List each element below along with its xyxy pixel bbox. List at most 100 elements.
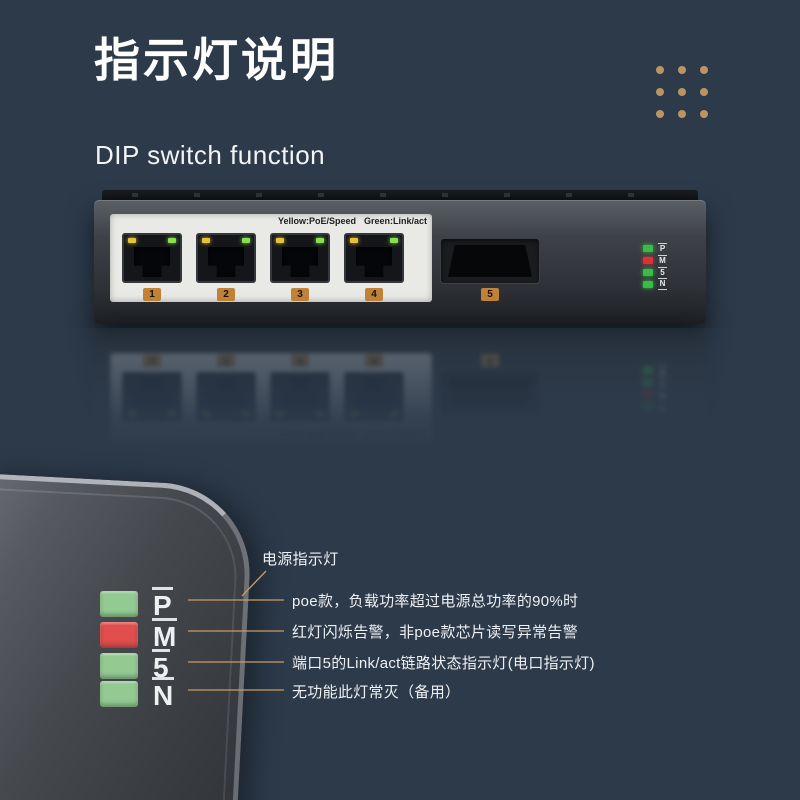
closeup-led-row-m: M [100, 618, 178, 651]
link-act-led [390, 412, 398, 417]
annotation-row-5: 端口5的Link/act链路状态指示灯(电口指示灯) [292, 655, 595, 672]
decor-dot [656, 88, 664, 96]
switch-reflection: Yellow:PoE/Speed Green:Link/act [94, 331, 706, 465]
led-label: M [658, 389, 667, 401]
panel-label-green: Green:Link/act [363, 429, 427, 439]
poe-speed-led [350, 412, 358, 417]
annotation-row-p: poe款，负载功率超过电源总功率的90%时 [292, 593, 579, 610]
sfp-slot [448, 378, 532, 410]
panel-label-green: Green:Link/act [363, 216, 427, 226]
ports-panel: Yellow:PoE/Speed Green:Link/act [110, 214, 432, 302]
status-led-block: P M 5 N [643, 365, 667, 413]
led-label: M [152, 618, 178, 651]
rj45-jack [282, 378, 318, 408]
power-led-large [100, 590, 138, 617]
decor-dot [656, 66, 664, 74]
link-act-led [316, 412, 324, 417]
led-label: 5 [658, 377, 667, 389]
decor-dot [700, 88, 708, 96]
switch-front-panel: Yellow:PoE/Speed Green:Link/act [94, 200, 706, 324]
port-number-tag: 5 [481, 288, 499, 301]
sfp-port [440, 371, 540, 417]
rj45-jack [356, 378, 392, 408]
decor-dot [678, 88, 686, 96]
led-label: 5 [152, 649, 170, 682]
rj45-jack [282, 247, 318, 277]
rj45-jack [356, 247, 392, 277]
led-label: N [658, 278, 667, 290]
panel-label-yellow: Yellow:PoE/Speed [278, 216, 357, 226]
rj45-port-3 [270, 372, 330, 422]
rj45-port-2 [196, 233, 256, 283]
status-led-row: 5 [643, 266, 667, 278]
poe-speed-led [276, 412, 284, 417]
closeup-led-row-p: P [100, 587, 173, 620]
poe-speed-led [202, 412, 210, 417]
port-number-tag: 4 [365, 288, 383, 301]
poe-speed-led [128, 238, 136, 243]
ports-panel: Yellow:PoE/Speed Green:Link/act [110, 353, 432, 441]
port-number-tag: 3 [291, 354, 309, 367]
rj45-port-2 [196, 372, 256, 422]
port-number-tag: 1 [143, 288, 161, 301]
alarm-led [643, 391, 653, 399]
port-number-tag: 3 [291, 288, 309, 301]
power-led [643, 244, 653, 252]
port-number-tag: 1 [143, 354, 161, 367]
port-number-tag: 4 [365, 354, 383, 367]
rj45-jack [134, 247, 170, 277]
decor-dot [656, 110, 664, 118]
link-act-led [168, 412, 176, 417]
link-act-led [242, 238, 250, 243]
link-act-led [242, 412, 250, 417]
link-act-led [390, 238, 398, 243]
status-led-row: P [643, 401, 667, 413]
port-number-tag: 2 [217, 354, 235, 367]
decor-dot [678, 66, 686, 74]
poe-speed-led [350, 238, 358, 243]
poe-speed-led [128, 412, 136, 417]
rj45-port-3 [270, 233, 330, 283]
panel-label-yellow: Yellow:PoE/Speed [278, 429, 357, 439]
link-act-led [316, 238, 324, 243]
decor-dot [700, 110, 708, 118]
annotation-row-n: 无功能此灯常灭（备用） [292, 684, 461, 701]
status-led-row: N [643, 278, 667, 290]
annotation-power-label: 电源指示灯 [262, 551, 339, 568]
power-led [643, 403, 653, 411]
port-number-tag: 5 [481, 354, 499, 367]
status-led-row: M [643, 389, 667, 401]
rj45-jack [208, 378, 244, 408]
led-label: P [658, 401, 667, 413]
port5-link-led [643, 268, 653, 276]
rj45-port-4 [344, 372, 404, 422]
led-label: P [658, 242, 667, 253]
link-act-led [168, 238, 176, 243]
status-led-row: N [643, 365, 667, 377]
closeup-led-row-5: 5 [100, 649, 170, 682]
sfp-slot [448, 245, 532, 277]
decor-dot [700, 66, 708, 74]
led-label: N [658, 365, 667, 377]
port5-link-led [643, 379, 653, 387]
alarm-led [643, 256, 653, 264]
poe-speed-led [202, 238, 210, 243]
page-subtitle: DIP switch function [95, 140, 326, 170]
rj45-port-1 [122, 372, 182, 422]
status-led-row: 5 [643, 377, 667, 389]
port-number-tag: 2 [217, 288, 235, 301]
switch-device: Yellow:PoE/Speed Green:Link/act [94, 190, 706, 324]
spare-led [643, 280, 653, 288]
status-led-row: P [643, 242, 667, 254]
status-led-row: M [643, 254, 667, 266]
spare-led-large [100, 680, 138, 707]
rj45-jack [208, 247, 244, 277]
led-label: N [152, 677, 175, 710]
led-label: 5 [658, 266, 667, 278]
closeup-led-row-n: N [100, 677, 175, 710]
sfp-port [440, 238, 540, 284]
alarm-led-large [100, 621, 138, 648]
rj45-jack [134, 378, 170, 408]
spare-led [643, 367, 653, 375]
